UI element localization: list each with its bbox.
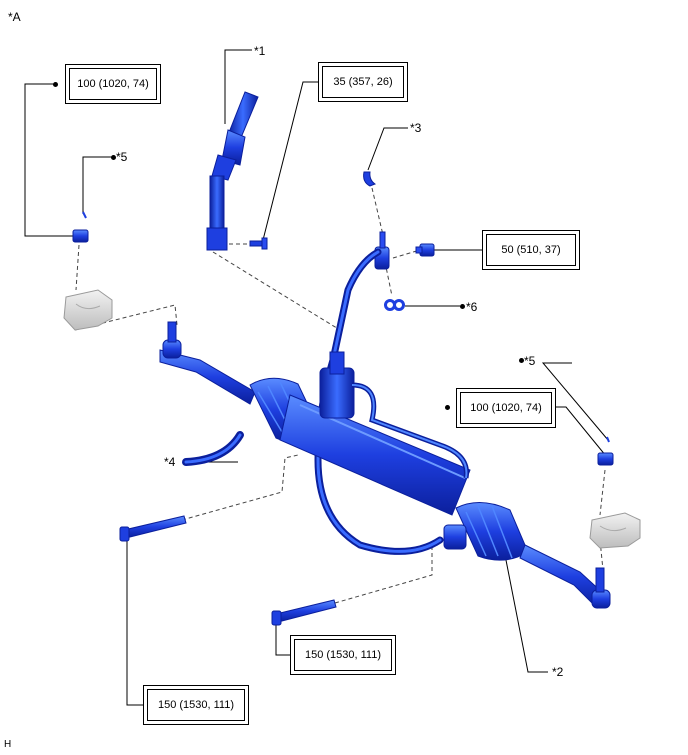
steering-gear-housing <box>159 321 611 609</box>
callout-1: *1 <box>254 44 266 58</box>
leader-cotter-pin-left <box>82 156 113 214</box>
leader-bolt-rear <box>275 620 290 656</box>
castle-nut-left <box>72 229 89 243</box>
torque-value: 150 (1530, 111) <box>147 689 245 721</box>
castle-nut-right <box>597 452 614 466</box>
hose-clamp <box>363 171 377 187</box>
leader-intermediate-shaft <box>224 49 252 124</box>
torque-value: 150 (1530, 111) <box>294 639 392 671</box>
torque-value: 35 (357, 26) <box>322 66 404 98</box>
leader-steering-gear <box>504 554 548 673</box>
bullet-dot <box>53 82 58 87</box>
knuckle-right <box>589 512 641 549</box>
leader-shaft-bolt <box>261 81 319 245</box>
cotter-pin-left <box>82 211 87 219</box>
bullet-dot <box>460 304 465 309</box>
callout-4: *4 <box>164 455 176 469</box>
leader-cotter-pin-right <box>541 362 609 441</box>
callout-5-left: *5 <box>116 150 128 164</box>
mounting-bolt-rear <box>271 599 337 626</box>
torque-value: 100 (1020, 74) <box>460 392 552 424</box>
clip <box>384 299 405 311</box>
figure-label: *A <box>8 10 21 24</box>
torque-box-tie-rod-nut-right: 100 (1020, 74) <box>456 388 556 428</box>
cotter-pin-right <box>606 436 610 443</box>
torque-box-bolt-front: 150 (1530, 111) <box>143 685 249 725</box>
shaft-bolt <box>249 237 268 250</box>
callout-2: *2 <box>552 665 564 679</box>
bullet-dot <box>111 155 116 160</box>
intermediate-shaft <box>206 91 259 251</box>
torque-value: 50 (510, 37) <box>486 234 576 266</box>
knuckle-left <box>63 289 113 331</box>
bullet-dot <box>519 358 524 363</box>
leader-lines <box>24 49 609 706</box>
leader-clamp <box>367 127 408 171</box>
torque-box-bolt-rear: 150 (1530, 111) <box>290 635 396 675</box>
torque-value: 100 (1020, 74) <box>69 68 157 100</box>
bullet-dot <box>445 405 450 410</box>
callout-5-right: *5 <box>524 354 536 368</box>
callout-6: *6 <box>466 300 478 314</box>
corner-mark: H <box>4 739 12 750</box>
torque-box-shaft-bolt: 35 (357, 26) <box>318 62 408 102</box>
leader-tie-rod-nut-left <box>24 83 76 237</box>
leader-bolt-front <box>126 536 143 706</box>
torque-box-tie-rod-nut-left: 100 (1020, 74) <box>65 64 161 104</box>
assembly-lines <box>74 187 606 604</box>
mounting-bolt-front <box>119 515 187 542</box>
union-bolt <box>415 243 435 257</box>
callout-3: *3 <box>410 121 422 135</box>
torque-box-union-bolt: 50 (510, 37) <box>482 230 580 270</box>
